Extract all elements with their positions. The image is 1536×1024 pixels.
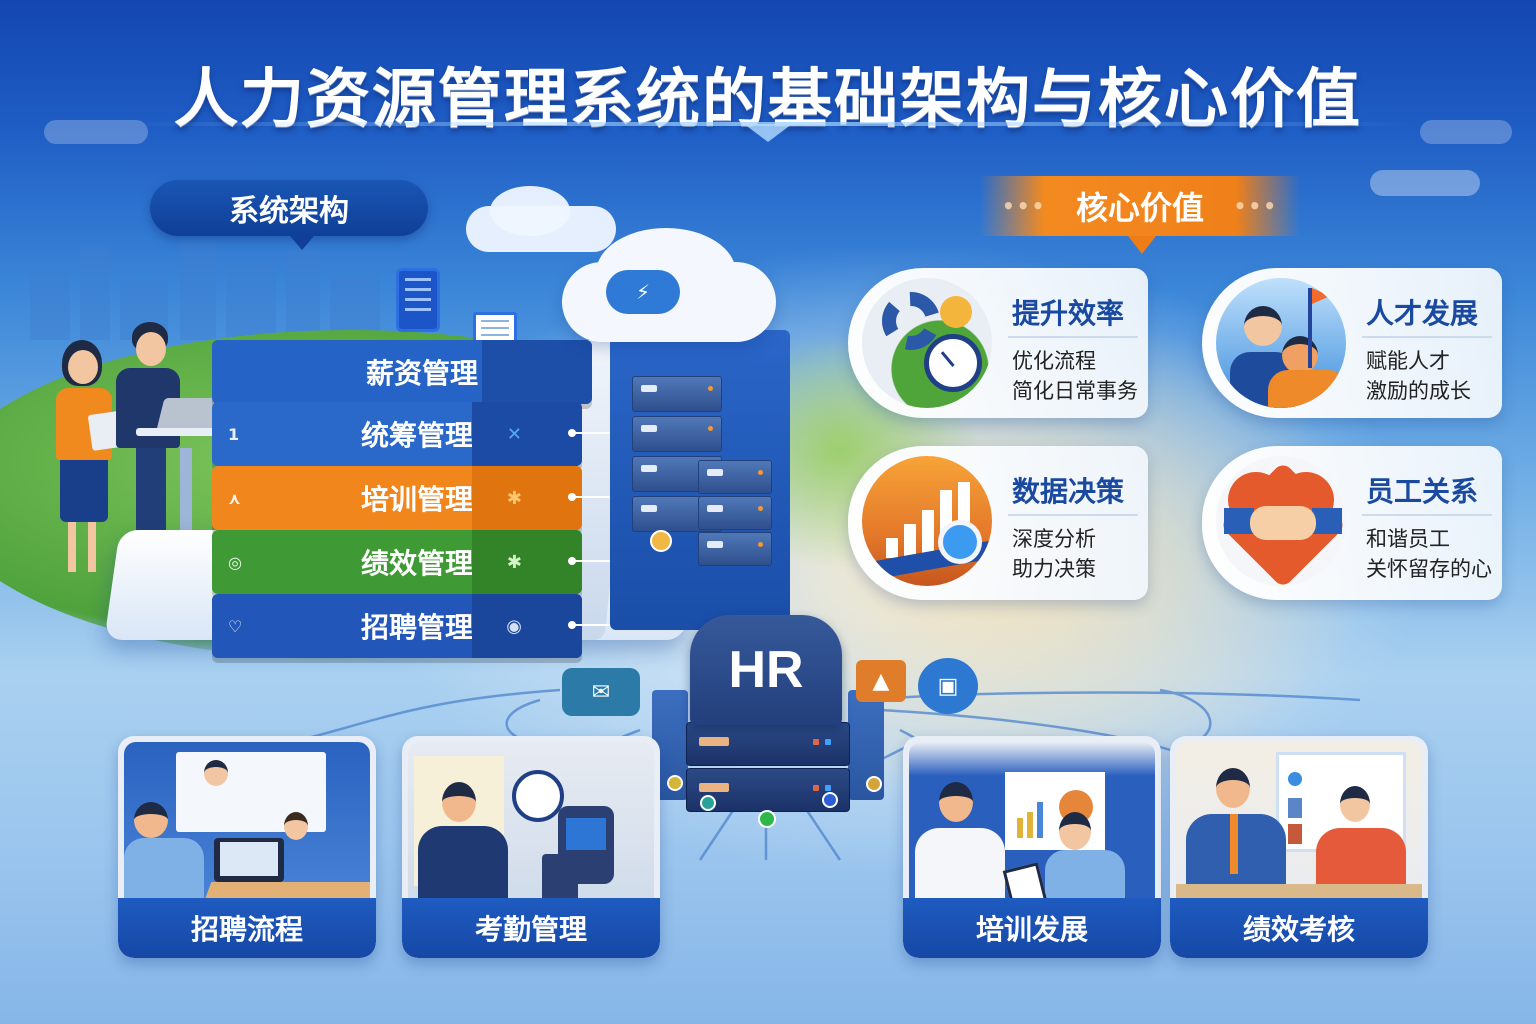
server-rack bbox=[698, 460, 772, 570]
layer-label: 绩效管理 bbox=[360, 547, 473, 580]
divider bbox=[1008, 336, 1138, 338]
layer-label: 统筹管理 bbox=[360, 419, 473, 452]
network-node bbox=[667, 775, 683, 791]
document-icon: ▣ bbox=[918, 658, 978, 714]
chart-magnifier-icon bbox=[862, 456, 992, 586]
check-icon: ◉ bbox=[506, 615, 522, 637]
section-heading-label: 核心价值 bbox=[1075, 189, 1204, 227]
divider bbox=[1008, 514, 1138, 516]
desc-line: 赋能人才 bbox=[1366, 349, 1450, 373]
training-illustration bbox=[909, 742, 1155, 912]
people-flag-icon bbox=[1216, 278, 1346, 408]
value-card-data-decision[interactable]: 数据决策 深度分析 助力决策 bbox=[848, 446, 1148, 600]
value-card-desc: 深度分析 助力决策 bbox=[1012, 524, 1096, 584]
layer-connector bbox=[568, 621, 622, 629]
cloud-badge-icon: ⚡ bbox=[606, 270, 680, 314]
module-card-performance[interactable]: 绩效考核 bbox=[1170, 736, 1428, 958]
tools-icon: ✱ bbox=[506, 551, 522, 573]
layer-left-icon: 1 bbox=[228, 424, 240, 444]
interview-illustration bbox=[124, 742, 370, 912]
performance-illustration bbox=[1176, 742, 1422, 912]
network-node bbox=[650, 530, 672, 552]
value-card-title: 人才发展 bbox=[1366, 297, 1479, 330]
layer-connector bbox=[568, 557, 622, 565]
cloud-decoration bbox=[490, 186, 570, 236]
layer-payroll[interactable]: 薪资管理 bbox=[212, 340, 592, 404]
layer-label: 薪资管理 bbox=[365, 357, 478, 390]
desc-line: 优化流程 bbox=[1012, 349, 1096, 373]
network-node bbox=[822, 792, 838, 808]
layer-coordination[interactable]: 1 统筹管理 ✕ bbox=[212, 402, 622, 466]
email-icon: ✉ bbox=[562, 668, 640, 716]
illustration-business-team bbox=[40, 310, 236, 590]
value-card-desc: 赋能人才 激励的成长 bbox=[1366, 346, 1471, 406]
layer-connector bbox=[568, 493, 622, 501]
desc-line: 和谐员工 bbox=[1366, 527, 1450, 551]
desc-line: 简化日常事务 bbox=[1012, 379, 1138, 403]
value-card-desc: 优化流程 简化日常事务 bbox=[1012, 346, 1138, 406]
module-card-training[interactable]: 培训发展 bbox=[903, 736, 1161, 958]
value-card-desc: 和谐员工 关怀留存的心 bbox=[1366, 524, 1492, 584]
layer-left-icon: ♡ bbox=[228, 616, 243, 636]
section-heading-core-values: ••• 核心价值 ••• bbox=[980, 176, 1300, 254]
value-card-employee-relations[interactable]: 员工关系 和谐员工 关怀留存的心 bbox=[1202, 446, 1502, 600]
network-node bbox=[700, 795, 716, 811]
layer-performance[interactable]: ◎ 绩效管理 ✱ bbox=[212, 530, 622, 594]
module-label: 考勤管理 bbox=[402, 898, 660, 958]
gear-clock-icon bbox=[862, 278, 992, 408]
layer-connector bbox=[568, 429, 622, 437]
desc-line: 激励的成长 bbox=[1366, 379, 1471, 403]
layer-recruitment[interactable]: ♡ 招聘管理 ◉ bbox=[212, 594, 622, 658]
network-node bbox=[758, 810, 776, 828]
city-skyline bbox=[30, 240, 390, 340]
architecture-layer-stack: 薪资管理 1 统筹管理 ✕ ⋏ 培训管理 ✱ ◎ 绩效管理 ✱ ♡ 招聘管理 ◉ bbox=[212, 340, 622, 660]
attendance-illustration bbox=[408, 742, 654, 912]
hr-hub-rack bbox=[686, 722, 850, 766]
tools-icon: ✕ bbox=[506, 423, 522, 445]
dots-decoration: ••• bbox=[1002, 194, 1047, 218]
cloud-decoration bbox=[1370, 170, 1480, 196]
layer-left-icon: ◎ bbox=[228, 552, 242, 572]
module-card-attendance[interactable]: 考勤管理 bbox=[402, 736, 660, 958]
section-heading-architecture: 系统架构 bbox=[150, 180, 428, 250]
module-card-recruitment[interactable]: 招聘流程 bbox=[118, 736, 376, 958]
network-node bbox=[866, 776, 882, 792]
value-card-efficiency[interactable]: 提升效率 优化流程 简化日常事务 bbox=[848, 268, 1148, 418]
tools-icon: ✱ bbox=[506, 487, 522, 509]
tablet-device-icon bbox=[396, 268, 440, 332]
desc-line: 深度分析 bbox=[1012, 527, 1096, 551]
module-label: 招聘流程 bbox=[118, 898, 376, 958]
divider bbox=[1362, 514, 1492, 516]
image-icon: ▲ bbox=[856, 660, 906, 702]
dots-decoration: ••• bbox=[1233, 194, 1278, 218]
divider bbox=[1362, 336, 1492, 338]
layer-label: 培训管理 bbox=[360, 483, 473, 516]
hr-hub-label: HR bbox=[690, 615, 842, 725]
cloud-decoration bbox=[1420, 120, 1512, 144]
value-card-title: 员工关系 bbox=[1366, 475, 1479, 508]
layer-label: 招聘管理 bbox=[360, 611, 473, 644]
handshake-heart-icon bbox=[1216, 456, 1346, 586]
module-label: 培训发展 bbox=[903, 898, 1161, 958]
desc-line: 关怀留存的心 bbox=[1366, 557, 1492, 581]
title-notch bbox=[744, 124, 792, 142]
layer-left-icon: ⋏ bbox=[228, 488, 241, 508]
value-card-title: 提升效率 bbox=[1012, 297, 1125, 330]
value-card-title: 数据决策 bbox=[1012, 475, 1125, 508]
layer-training[interactable]: ⋏ 培训管理 ✱ bbox=[212, 466, 622, 530]
value-card-talent[interactable]: 人才发展 赋能人才 激励的成长 bbox=[1202, 268, 1502, 418]
module-label: 绩效考核 bbox=[1170, 898, 1428, 958]
desc-line: 助力决策 bbox=[1012, 557, 1096, 581]
